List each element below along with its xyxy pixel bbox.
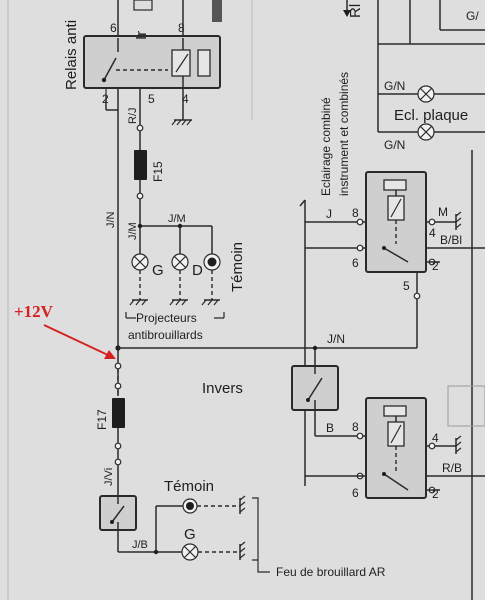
wire-label-gn-1: G/N <box>384 79 405 93</box>
relay-2-pin-2: 2 <box>432 259 439 273</box>
lamp-ecl-plaque-1 <box>417 85 435 103</box>
wire-label-jn-1: J/N <box>105 211 117 228</box>
label-antibrouillards: antibrouillards <box>128 328 203 342</box>
fragment-ir: Ir <box>133 31 150 40</box>
lamp-g-ar <box>181 543 199 561</box>
wire-label-gn-2: G/N <box>384 138 405 152</box>
fuse-f17 <box>112 398 125 428</box>
relay-1-pin-6: 6 <box>110 21 117 35</box>
lamp-g <box>131 253 149 271</box>
lamp-temoin-label: Témoin <box>229 242 246 292</box>
top-component-fragment <box>212 0 222 22</box>
label-feu-brouillard-ar: Feu de brouillard AR <box>276 565 386 579</box>
earth-symbols-ar <box>239 495 246 560</box>
label-eclairage-1: Eclairage combiné <box>319 97 333 196</box>
lamp-ecl-plaque-2 <box>417 123 435 141</box>
switch-feu-ar <box>99 495 137 531</box>
relay-2-pin-4: 4 <box>429 226 436 240</box>
lamp-g-ar-label: G <box>184 526 196 543</box>
wire-label-g-top: G/ <box>466 9 479 23</box>
relay-1-pin-4: 4 <box>182 92 189 106</box>
relay-3-pin-8: 8 <box>352 420 359 434</box>
relay-2-pin-5: 5 <box>403 279 410 293</box>
relay-3 <box>365 397 427 499</box>
relay-2 <box>365 171 427 273</box>
relay-3-pin-2: 2 <box>432 487 439 501</box>
wire-label-jn-2: J/N <box>327 332 345 346</box>
wire-label-m: M <box>438 205 448 219</box>
label-eclairage-2: instrument et combinés <box>337 72 351 196</box>
wire-label-jb: J/B <box>132 539 148 551</box>
wire-label-jm-1: J/M <box>127 222 139 240</box>
fuse-f15 <box>134 150 147 180</box>
relay-1-title: Relais anti <box>63 20 80 90</box>
wire-label-b: B <box>326 421 334 435</box>
lamp-temoin-ar <box>182 498 198 514</box>
label-ecl-plaque: Ecl. plaque <box>394 107 468 124</box>
fragment-rl: Rl <box>347 4 364 18</box>
label-invers: Invers <box>202 380 243 397</box>
relay-antibrouillard <box>83 35 221 89</box>
relay-3-pin-6: 6 <box>352 486 359 500</box>
relay-2-pin-8: 8 <box>352 206 359 220</box>
wire-label-rb: R/B <box>442 461 462 475</box>
earth-symbols-lamps <box>129 299 220 306</box>
relay-1-coil <box>171 49 191 77</box>
relay-2-pin-6: 6 <box>352 256 359 270</box>
wire-label-jvi: J/Vi <box>103 468 115 486</box>
wire-label-j: J <box>326 207 332 221</box>
wire-label-jm-2: J/M <box>168 213 186 225</box>
relay-3-pin-4: 4 <box>432 431 439 445</box>
annotation-arrow <box>104 350 116 359</box>
lamp-temoin-ar-label: Témoin <box>164 478 214 495</box>
switch-invers <box>291 365 339 411</box>
lamp-d <box>171 253 189 271</box>
fuse-f15-label: F15 <box>151 161 165 182</box>
label-projecteurs: Projecteurs <box>136 311 197 325</box>
fuse-f17-label: F17 <box>95 409 109 430</box>
wire-label-bbl: B/Bl <box>440 233 462 247</box>
lamp-d-label: D <box>192 262 203 279</box>
wire-label-rj: R/J <box>127 108 139 125</box>
lamp-temoin <box>203 253 221 271</box>
lamp-g-label: G <box>152 262 164 279</box>
page-border-lines <box>7 0 253 600</box>
relay-1-pin-8: 8 <box>178 21 185 35</box>
relay-1-pin-5: 5 <box>148 92 155 106</box>
annotation-plus12v: +12V <box>14 302 54 321</box>
